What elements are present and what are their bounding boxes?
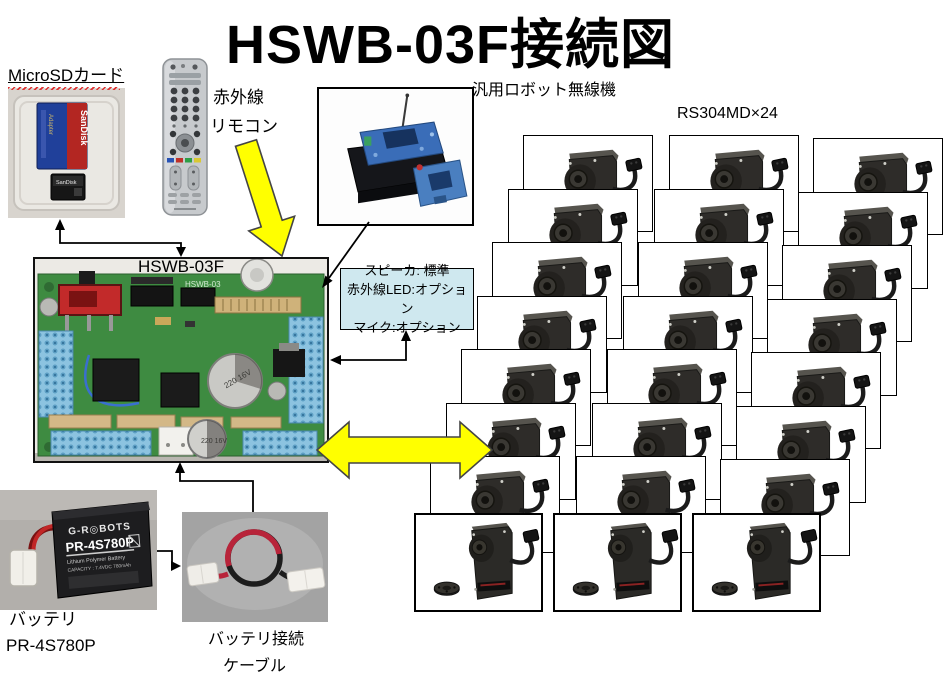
ir-remote-image	[157, 57, 213, 218]
options-box: スピーカ: 標準 赤外線LED:オプション マイク:オプション	[340, 263, 474, 335]
microsd-card-image: SanDisk Adapter SanDisk	[8, 88, 125, 218]
svg-text:220 16V: 220 16V	[201, 438, 227, 445]
battery-icon: G-R◎BOTS PR-4S780P Lithium Polymer Batte…	[0, 490, 157, 610]
label-microsd: MicroSDカード	[8, 61, 125, 90]
svg-text:SanDisk: SanDisk	[79, 110, 89, 147]
option-line-irled: 赤外線LED:オプション	[347, 282, 467, 316]
servo-card-with-horn	[553, 513, 682, 612]
label-infrared-line2: リモコン	[210, 117, 278, 136]
servo-motor-with-horn-icon	[694, 515, 819, 610]
board-label: HSWB-03F	[138, 257, 224, 276]
cable-icon	[182, 512, 328, 622]
hswb-board-image: HSWB-03F HSWB-03	[33, 257, 329, 463]
option-line-mic: マイク:オプション	[353, 320, 461, 335]
svg-text:SanDisk: SanDisk	[56, 180, 77, 186]
svg-text:CAPACITY : 7.4VDC 780mAh: CAPACITY : 7.4VDC 780mAh	[67, 562, 131, 574]
label-servo-count: RS304MD×24	[677, 105, 778, 122]
svg-text:PR-4S780P: PR-4S780P	[65, 534, 135, 555]
label-cable-line2: ケーブル	[223, 658, 287, 675]
svg-text:G-R◎BOTS: G-R◎BOTS	[68, 521, 132, 537]
label-wireless: 汎用ロボット無線機	[472, 82, 617, 99]
svg-text:HSWB-03: HSWB-03	[185, 280, 221, 289]
label-battery-model: PR-4S780P	[6, 636, 96, 655]
battery-cable-image	[182, 512, 328, 622]
remote-control-icon	[162, 58, 208, 216]
battery-image: G-R◎BOTS PR-4S780P Lithium Polymer Batte…	[0, 490, 157, 610]
spellcheck-wavy-underline	[8, 87, 121, 90]
svg-text:Lithium Polymer Battery: Lithium Polymer Battery	[67, 555, 126, 566]
svg-text:Adapter: Adapter	[47, 114, 53, 135]
label-infrared-line1: 赤外線	[213, 88, 264, 107]
label-microsd-text: MicroSDカード	[8, 66, 125, 85]
label-cable-line1: バッテリ接続	[208, 631, 305, 648]
wireless-unit-icon	[319, 89, 472, 224]
servo-card-with-horn	[692, 513, 821, 612]
pcb-icon: HSWB-03 220 16V	[35, 258, 327, 461]
robot-wireless-image	[317, 87, 474, 226]
servo-motor-with-horn-icon	[416, 515, 541, 610]
sd-card-icon: SanDisk Adapter SanDisk	[8, 88, 125, 218]
servo-card-with-horn	[414, 513, 543, 612]
page-title: HSWB-03F接続図	[226, 15, 676, 75]
option-line-speaker: スピーカ: 標準	[364, 263, 450, 278]
label-battery: バッテリ	[9, 610, 77, 629]
servo-motor-with-horn-icon	[555, 515, 680, 610]
